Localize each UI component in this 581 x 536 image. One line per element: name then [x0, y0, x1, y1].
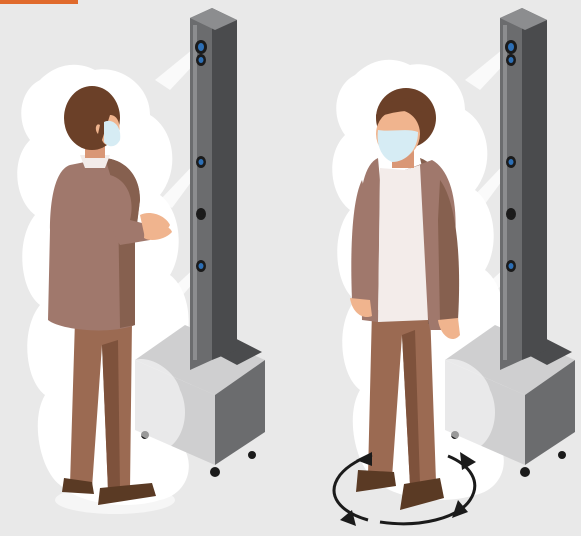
tower-left: [190, 8, 237, 370]
panel-left: [17, 8, 265, 514]
tower-right: [500, 8, 547, 370]
panel-right: [332, 8, 575, 526]
